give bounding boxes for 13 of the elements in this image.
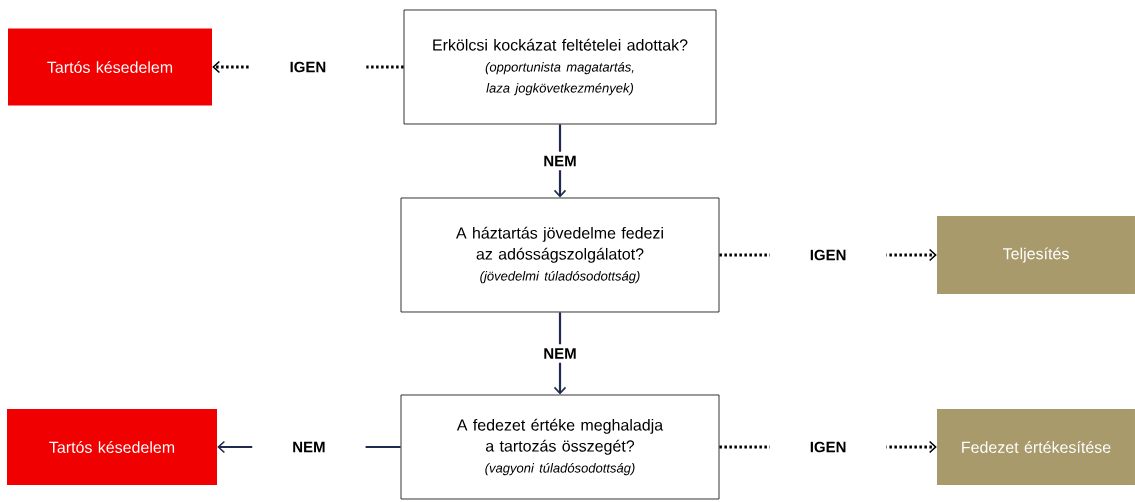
question-box: A fedezet értéke meghaladja a tartozás összegét? (vagyoni túladósodottság) xyxy=(400,394,720,500)
edge-label: IGEN xyxy=(769,245,887,265)
outcome-box: Tartós késedelem xyxy=(7,409,217,485)
question-box: A háztartás jövedelme fedezi az adósságszolgálatot? (jövedelmi túladósodottság) xyxy=(400,197,720,313)
question-box: Erkölcsi kockázat feltételei adottak? (opportunista magatartás, laza jogkövetkezmények) xyxy=(403,9,717,125)
edge-label: NEM xyxy=(252,437,366,457)
outcome-box: Tartós késedelem xyxy=(8,28,212,106)
outcome-box: Fedezet értékesítése xyxy=(937,409,1135,485)
edge-label: IGEN xyxy=(769,437,887,457)
edge-label: NEM xyxy=(540,151,580,171)
edge-label: NEM xyxy=(540,344,580,363)
edge-label: IGEN xyxy=(249,57,367,77)
outcome-box: Teljesítés xyxy=(937,216,1135,294)
